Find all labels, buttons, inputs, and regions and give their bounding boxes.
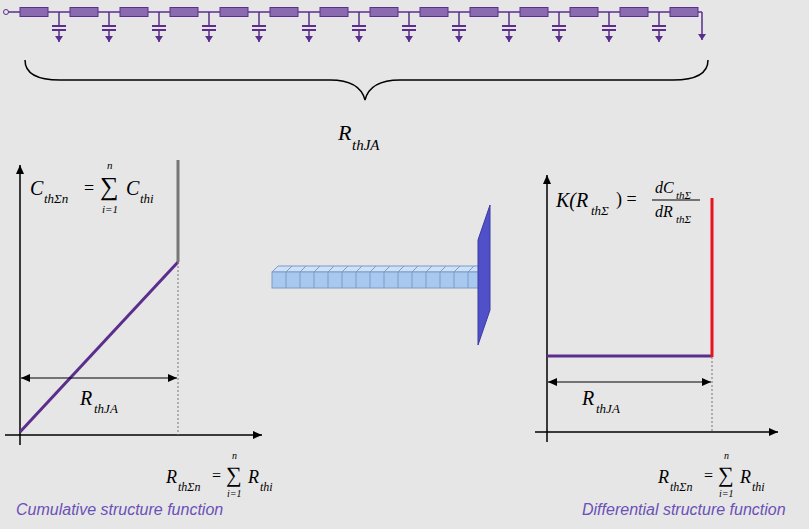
formula-text: n xyxy=(232,451,237,461)
heat-sink-plate xyxy=(478,205,490,345)
brace xyxy=(25,60,708,100)
formula-text: R xyxy=(658,468,669,486)
formula-text: dR xyxy=(655,204,673,220)
cumulative-graph xyxy=(5,160,262,445)
formula-text: ) = xyxy=(616,190,637,208)
formula-text: i=1 xyxy=(227,489,242,499)
formula-text: thΣn xyxy=(178,481,200,493)
formula-text: ∑ xyxy=(226,464,242,486)
formula-text: ∑ xyxy=(100,174,119,200)
formula-text: thi xyxy=(140,192,154,205)
formula-text: n xyxy=(724,451,729,461)
formula-text: thi xyxy=(260,481,273,493)
formula-text: thΣn xyxy=(670,481,692,493)
formula-text: thJA xyxy=(94,402,118,415)
formula-text: R xyxy=(80,388,92,408)
caption-text: Differential structure function xyxy=(582,502,786,518)
differential-graph xyxy=(535,175,778,442)
formula-text: C xyxy=(30,178,43,198)
caption-text: Cumulative structure function xyxy=(16,502,223,518)
formula-text: thJA xyxy=(596,402,620,415)
rc-ladder xyxy=(4,8,703,43)
formula-text: thΣ xyxy=(676,190,691,201)
formula-text: = xyxy=(704,468,713,484)
formula-text: thi xyxy=(752,481,765,493)
formula-text: i=1 xyxy=(102,204,118,215)
formula-text: dC xyxy=(655,180,674,196)
formula-text: = xyxy=(84,179,94,197)
formula-text: K(R xyxy=(556,190,588,210)
formula-text: thΣ xyxy=(591,204,609,217)
formula-text: R xyxy=(740,468,751,486)
formula-text: C xyxy=(126,178,139,198)
formula-text: R xyxy=(248,468,259,486)
formula-text: R xyxy=(582,388,594,408)
formula-text: = xyxy=(212,468,221,484)
cube-bar xyxy=(272,266,488,288)
formula-text: ∑ xyxy=(718,464,734,486)
formula-text: thΣn xyxy=(44,192,68,205)
formula-text: thΣ xyxy=(676,214,691,225)
formula-text: n xyxy=(107,160,113,171)
formula-text: i=1 xyxy=(719,489,734,499)
formula-text: thJA xyxy=(352,138,380,153)
formula-text: R xyxy=(338,122,351,144)
formula-text: R xyxy=(166,468,177,486)
